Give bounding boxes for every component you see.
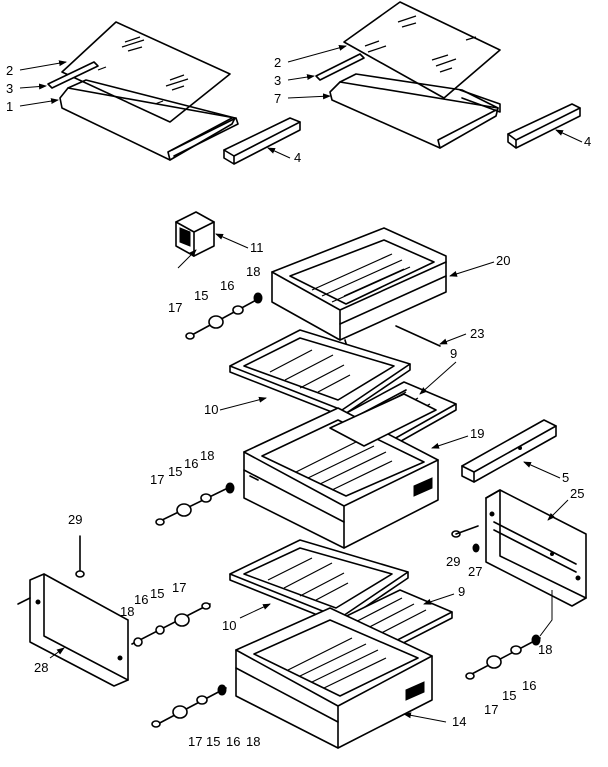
hardware-right-bracket (451, 525, 480, 553)
label-11: 11 (250, 240, 264, 255)
label-7: 7 (274, 91, 281, 106)
label-23: 23 (470, 326, 484, 341)
part-10-glass-upper (229, 329, 411, 417)
label-16-lower-left: 16 (134, 592, 148, 607)
label-15-lower-right: 15 (502, 688, 516, 703)
part-20-drawer-upper (271, 227, 447, 351)
shelf-trim-right (315, 53, 365, 81)
label-27: 27 (468, 564, 482, 579)
label-9-upper: 9 (450, 346, 457, 361)
label-29-left: 29 (68, 512, 82, 527)
hardware-left-bracket (75, 535, 85, 578)
label-20: 20 (496, 253, 510, 268)
label-1: 1 (6, 99, 13, 114)
label-4-left: 4 (294, 150, 301, 165)
part-5-rail (461, 419, 557, 483)
label-18-bottom: 18 (246, 734, 260, 749)
label-18-upper: 18 (246, 264, 260, 279)
glass-shelf-left (61, 21, 231, 123)
hardware-upper (185, 292, 263, 340)
label-17-upper: 17 (168, 300, 182, 315)
glass-shelf-right (343, 1, 501, 99)
label-29-right: 29 (446, 554, 460, 569)
label-3-right: 3 (274, 73, 281, 88)
label-4-right: 4 (584, 134, 591, 149)
label-15-upper: 15 (194, 288, 208, 303)
label-9-lower: 9 (458, 584, 465, 599)
part-11-bracket (175, 211, 215, 257)
label-17-bottom: 17 (188, 734, 202, 749)
label-19: 19 (470, 426, 484, 441)
part-19-drawer-middle (243, 393, 439, 549)
leader-lines (19, 44, 583, 723)
label-25: 25 (570, 486, 584, 501)
part-28-left-bracket (17, 573, 129, 687)
label-16-middle: 16 (184, 456, 198, 471)
label-15-middle: 15 (168, 464, 182, 479)
label-17-middle: 17 (150, 472, 164, 487)
label-18-middle: 18 (200, 448, 214, 463)
label-10-lower: 10 (222, 618, 236, 633)
label-28: 28 (34, 660, 48, 675)
label-5: 5 (562, 470, 569, 485)
hardware-bottom (151, 684, 227, 728)
label-2-left: 2 (6, 63, 13, 78)
shelf-assembly-left (47, 21, 301, 165)
part-14-drawer-lower (235, 607, 433, 749)
label-2-right: 2 (274, 55, 281, 70)
hardware-middle (155, 482, 235, 526)
label-18-lower-right: 18 (538, 642, 552, 657)
label-16-lower-right: 16 (522, 678, 536, 693)
hardware-lower-right (465, 590, 553, 680)
shelf-assembly-right (315, 1, 581, 149)
label-16-upper: 16 (220, 278, 234, 293)
hardware-lower-left (131, 602, 211, 647)
label-3-left: 3 (6, 81, 13, 96)
part-10-glass-lower (229, 539, 409, 625)
shelf-trim-left (47, 61, 99, 89)
callout-labels: 2 3 1 4 2 3 7 4 11 20 18 16 15 17 23 9 1… (6, 55, 591, 749)
label-14: 14 (452, 714, 466, 729)
label-17-lower-left: 17 (172, 580, 186, 595)
label-10-upper: 10 (204, 402, 218, 417)
shelf-frame-right (329, 81, 499, 149)
part-25-right-bracket (485, 489, 587, 607)
label-15-bottom: 15 (206, 734, 220, 749)
label-18-lower-left: 18 (120, 604, 134, 619)
label-17-lower-right: 17 (484, 702, 498, 717)
label-16-bottom: 16 (226, 734, 240, 749)
label-15-lower-left: 15 (150, 586, 164, 601)
